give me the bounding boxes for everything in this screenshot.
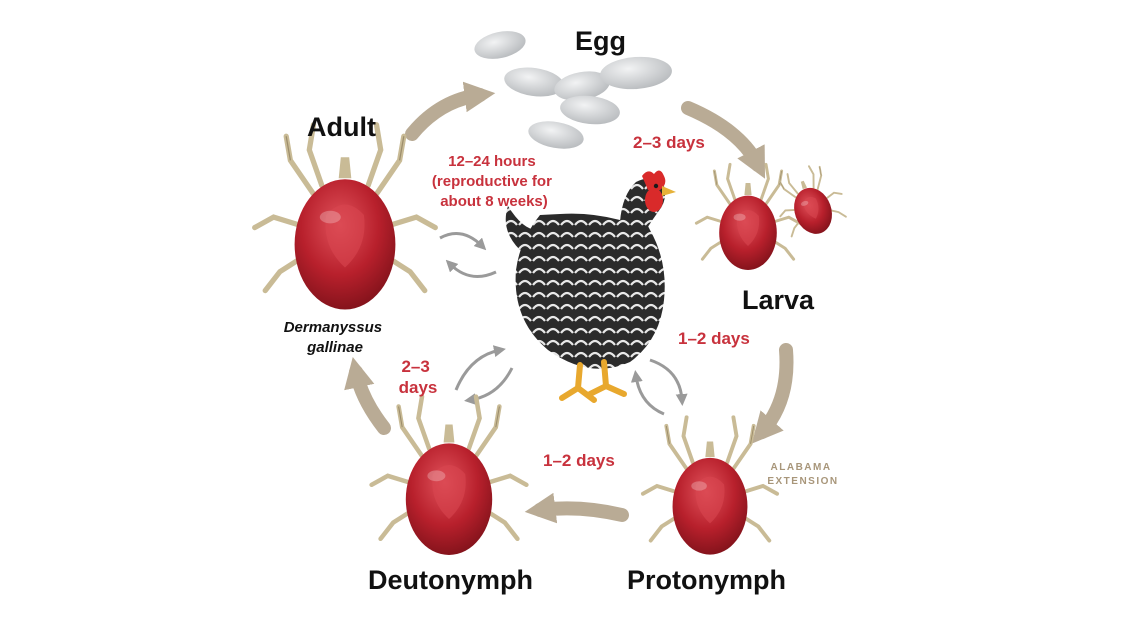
mite-icon <box>255 125 436 310</box>
egg-icon <box>560 95 620 125</box>
stage-label-egg: Egg <box>575 26 626 56</box>
cycle-arrow-icon <box>344 356 391 435</box>
mite-icon <box>640 415 780 557</box>
cycle-arrows <box>344 81 794 524</box>
stage-label-larva: Larva <box>742 285 815 315</box>
stage-label-protonymph: Protonymph <box>627 565 786 595</box>
egg-icon <box>504 67 564 97</box>
duration-protonymph-to-deutonymph: 1–2 days <box>543 451 615 470</box>
stage-label-adult: Adult <box>307 112 376 142</box>
cycle-arrow-icon <box>681 101 766 179</box>
alabama-extension-logo: ALABAMA EXTENSION <box>767 462 838 487</box>
egg-icon <box>528 121 584 149</box>
chicken-icon <box>505 170 676 403</box>
mite-icon <box>694 162 802 272</box>
egg-icon <box>474 31 526 59</box>
mite-icon <box>372 397 527 555</box>
duration-adult-to-egg: 12–24 hours (reproductive for about 8 we… <box>432 153 556 210</box>
egg-icon <box>600 56 672 90</box>
eggs <box>474 31 672 149</box>
duration-egg-to-larva: 2–3 days <box>633 133 705 152</box>
stage-label-deutonymph: Deutonymph <box>368 565 533 595</box>
cycle-arrow-icon <box>524 492 629 524</box>
egg-icon <box>554 71 610 101</box>
duration-larva-to-protonymph: 1–2 days <box>678 329 750 348</box>
cycle-arrow-icon <box>751 343 794 444</box>
species-name: Dermanyssus gallinae <box>284 319 387 356</box>
duration-deutonymph-to-adult: 2–3 days <box>399 357 438 397</box>
cycle-arrow-icon <box>405 81 496 141</box>
